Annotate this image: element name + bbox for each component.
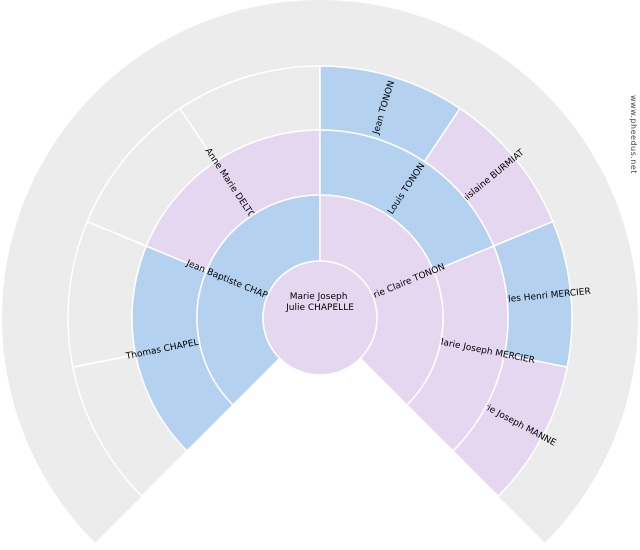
site-watermark: www.pheedus.net [629, 95, 638, 174]
root-name-line-2: Julie CHAPELLE [285, 303, 354, 313]
root-person-circle[interactable] [262, 260, 378, 376]
root-name-line-1: Marie Joseph [290, 292, 348, 302]
root-person-name: Marie Joseph Julie CHAPELLE [285, 292, 354, 313]
